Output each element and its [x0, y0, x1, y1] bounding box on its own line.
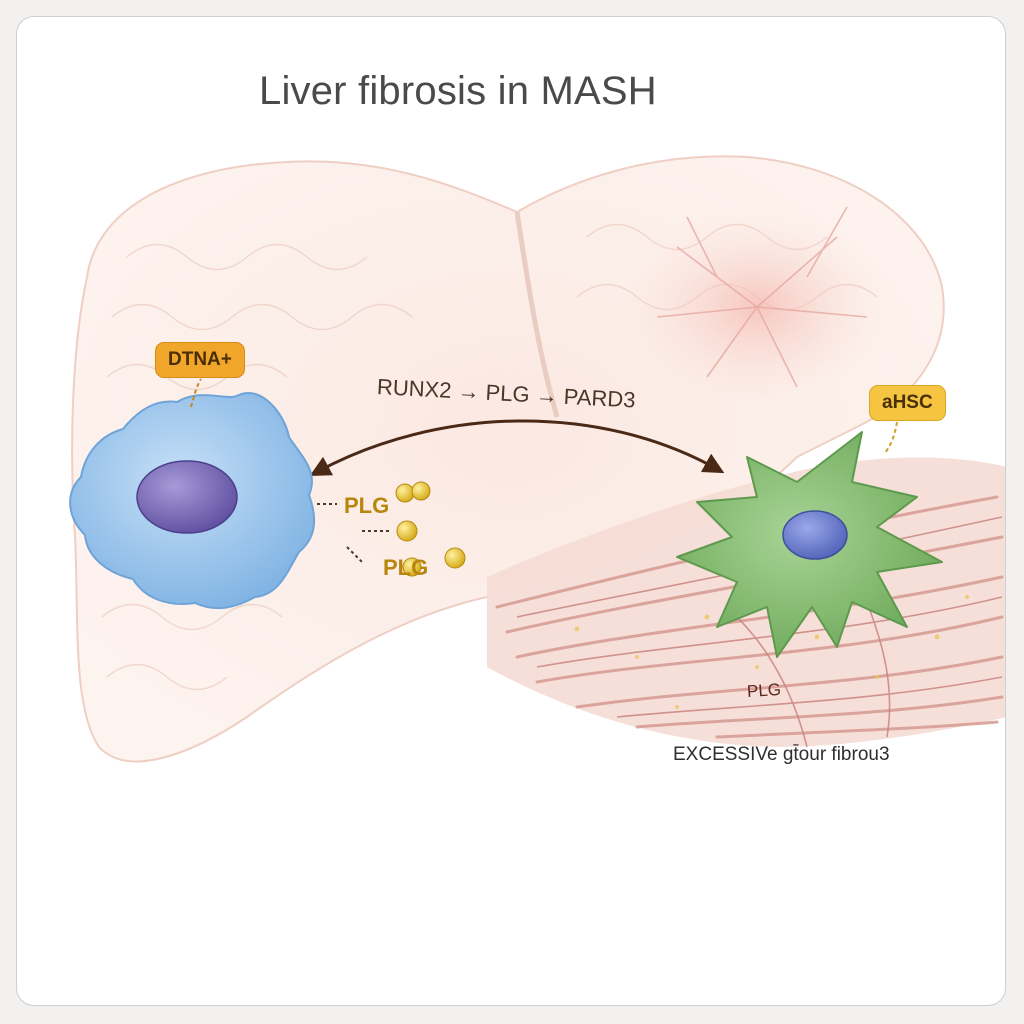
- ahsc-cell-badge: aHSC: [869, 385, 946, 421]
- dtna-positive-cell: [69, 378, 316, 610]
- figure-card: Liver fibrosis in MASH RUNX2 → PLG → PAR…: [16, 16, 1006, 1006]
- ligand-label: PLG: [383, 555, 429, 580]
- page-title: Liver fibrosis in MASH: [259, 69, 657, 113]
- dtna-cell-nucleus: [136, 460, 238, 534]
- ahsc-cell-nucleus: [782, 510, 848, 560]
- ligament-fissure: [514, 211, 560, 418]
- illustration-canvas: [69, 155, 1005, 763]
- activated-hsc-cell: [676, 421, 943, 658]
- fiber-deposit-label: PLG: [746, 679, 782, 702]
- interaction-arrow: [309, 419, 725, 476]
- dtna-cell-badge: DTNA+: [155, 342, 245, 378]
- ligand-label: PLG: [344, 493, 390, 518]
- fibrosis-caption: EXCESSIVe gt̄our fibrou3: [673, 744, 890, 765]
- plg-ligand-beads: [317, 481, 466, 577]
- vessel-network: [656, 206, 868, 388]
